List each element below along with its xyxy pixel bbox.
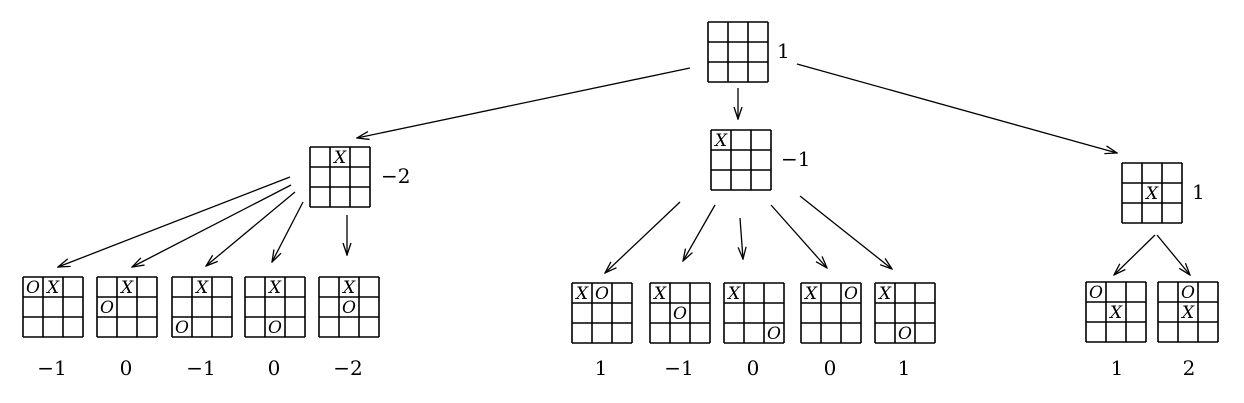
x-mark: X bbox=[877, 284, 892, 304]
edge-arrow bbox=[740, 217, 743, 259]
node-score: −1 bbox=[186, 356, 215, 380]
node-score: −2 bbox=[381, 164, 410, 188]
node-score: 1 bbox=[595, 356, 608, 380]
tictactoe-board: XO bbox=[874, 282, 936, 344]
tictactoe-board bbox=[707, 21, 769, 83]
tree-node-c0: X −2 bbox=[309, 146, 410, 208]
edge-arrow bbox=[796, 63, 1117, 153]
edge-arrow bbox=[1156, 234, 1190, 275]
x-mark: X bbox=[803, 284, 818, 304]
tictactoe-board: XO bbox=[318, 276, 380, 338]
o-mark: O bbox=[26, 278, 40, 298]
edge-arrow bbox=[272, 201, 304, 262]
edge-arrow bbox=[357, 67, 691, 138]
tree-node-c0-3: XO 0 bbox=[244, 276, 306, 380]
node-score: −1 bbox=[664, 356, 693, 380]
x-mark: X bbox=[341, 278, 356, 298]
tree-node-c1-2: XO0 bbox=[723, 282, 785, 380]
o-mark: O bbox=[673, 304, 687, 324]
tictactoe-board: X bbox=[1121, 162, 1183, 224]
tictactoe-board: OX bbox=[1157, 281, 1219, 343]
tree-node-c0-2: XO −1 bbox=[171, 276, 233, 380]
o-mark: O bbox=[1089, 283, 1103, 303]
tree-node-c0-1: XO 0 bbox=[96, 276, 158, 380]
x-mark: X bbox=[713, 131, 728, 151]
edge-arrow bbox=[132, 184, 292, 267]
tree-node-c0-4: XO −2 bbox=[318, 276, 380, 380]
edge-arrow bbox=[770, 204, 827, 268]
tictactoe-board: X bbox=[309, 146, 371, 208]
node-score: −1 bbox=[781, 147, 810, 171]
x-mark: X bbox=[726, 284, 741, 304]
o-mark: O bbox=[898, 324, 912, 344]
edge-arrow bbox=[799, 195, 892, 269]
o-mark: O bbox=[767, 324, 781, 344]
tictactoe-board: XO bbox=[649, 282, 711, 344]
node-score: 2 bbox=[1183, 356, 1196, 380]
o-mark: O bbox=[100, 298, 114, 318]
x-mark: X bbox=[574, 284, 589, 304]
tictactoe-board: XO bbox=[244, 276, 306, 338]
node-score: −2 bbox=[333, 356, 362, 380]
edges-layer bbox=[58, 63, 1190, 275]
node-score: 1 bbox=[1192, 180, 1205, 204]
x-mark: X bbox=[119, 278, 134, 298]
x-mark: X bbox=[1144, 184, 1159, 204]
tictactoe-board: XO bbox=[723, 282, 785, 344]
node-score: 0 bbox=[824, 356, 837, 380]
o-mark: O bbox=[175, 318, 189, 338]
tree-node-c2-0: OX 1 bbox=[1085, 281, 1147, 380]
tictactoe-board: X bbox=[710, 129, 772, 191]
edge-arrow bbox=[683, 204, 716, 261]
x-mark: X bbox=[194, 278, 209, 298]
node-score: 0 bbox=[747, 356, 760, 380]
x-mark: X bbox=[267, 278, 282, 298]
tree-node-c1-4: XO 1 bbox=[874, 282, 936, 380]
x-mark: X bbox=[45, 278, 60, 298]
tree-node-c1-1: XO −1 bbox=[649, 282, 711, 380]
x-mark: X bbox=[1108, 303, 1123, 323]
edge-arrow bbox=[58, 176, 291, 267]
node-score: −1 bbox=[37, 356, 66, 380]
x-mark: X bbox=[1180, 303, 1195, 323]
tictactoe-board: XO bbox=[171, 276, 233, 338]
node-score: 0 bbox=[268, 356, 281, 380]
o-mark: O bbox=[844, 284, 858, 304]
node-score: 0 bbox=[120, 356, 133, 380]
node-score: 1 bbox=[777, 39, 790, 63]
edge-arrow bbox=[1114, 234, 1156, 275]
x-mark: X bbox=[332, 148, 347, 168]
x-mark: X bbox=[652, 284, 667, 304]
o-mark: O bbox=[1181, 283, 1195, 303]
tree-node-c2-1: OX 2 bbox=[1157, 281, 1219, 380]
tictactoe-board: OX bbox=[1085, 281, 1147, 343]
o-mark: O bbox=[268, 318, 282, 338]
edge-arrow bbox=[206, 191, 296, 266]
node-score: 1 bbox=[898, 356, 911, 380]
o-mark: O bbox=[342, 298, 356, 318]
tictactoe-board: XO bbox=[96, 276, 158, 338]
tree-node-c1: X −1 bbox=[710, 129, 810, 191]
o-mark: O bbox=[595, 284, 609, 304]
edge-arrow bbox=[605, 201, 681, 273]
node-score: 1 bbox=[1111, 356, 1124, 380]
tree-node-root: 1 bbox=[707, 21, 790, 83]
